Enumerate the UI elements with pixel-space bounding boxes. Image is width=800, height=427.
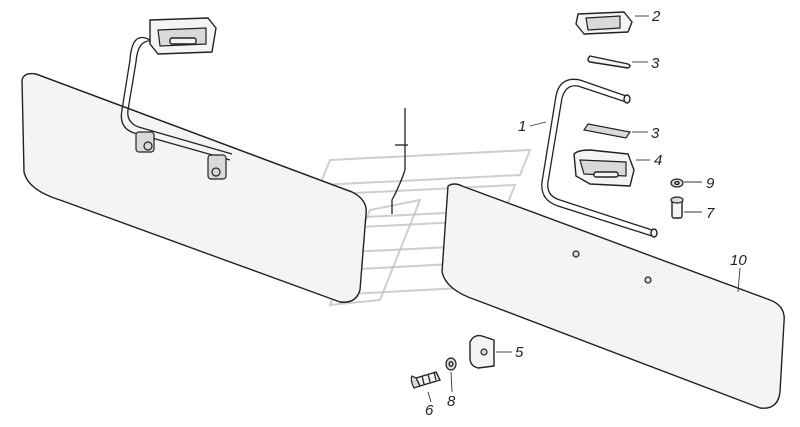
screw-part-6 <box>410 371 441 389</box>
callout-5: 5 <box>515 344 524 361</box>
panel-hole <box>644 276 652 284</box>
callout-3-upper: 3 <box>651 55 660 72</box>
leader-lines <box>427 15 741 403</box>
callout-8: 8 <box>447 393 456 410</box>
bushing-part-3-lower <box>582 123 632 139</box>
panel-hole <box>572 250 580 258</box>
housing-part-4 <box>573 149 635 187</box>
washer-part-8 <box>445 357 457 371</box>
left-visor-rod <box>120 36 233 180</box>
clip-part-5 <box>469 334 495 369</box>
callout-10: 10 <box>730 252 747 269</box>
callout-labels: 2 3 3 4 9 7 1 10 5 6 8 <box>425 8 747 419</box>
callout-6: 6 <box>425 402 434 419</box>
callout-3-lower: 3 <box>651 125 660 142</box>
reference-marker <box>391 108 408 214</box>
callout-9: 9 <box>706 175 715 192</box>
callout-7: 7 <box>706 205 715 222</box>
screw-part-7 <box>670 196 684 219</box>
callout-2: 2 <box>651 8 661 25</box>
right-sun-visor-panel <box>441 183 785 409</box>
bracket-part-2 <box>575 11 633 35</box>
bushing-part-3-upper <box>587 55 631 69</box>
visor-rod-part-1 <box>541 78 658 238</box>
washer-part-9 <box>670 178 684 188</box>
callout-4: 4 <box>654 152 662 169</box>
left-sun-visor <box>21 72 367 303</box>
callout-1: 1 <box>518 118 526 135</box>
left-mount-bracket <box>149 17 217 55</box>
